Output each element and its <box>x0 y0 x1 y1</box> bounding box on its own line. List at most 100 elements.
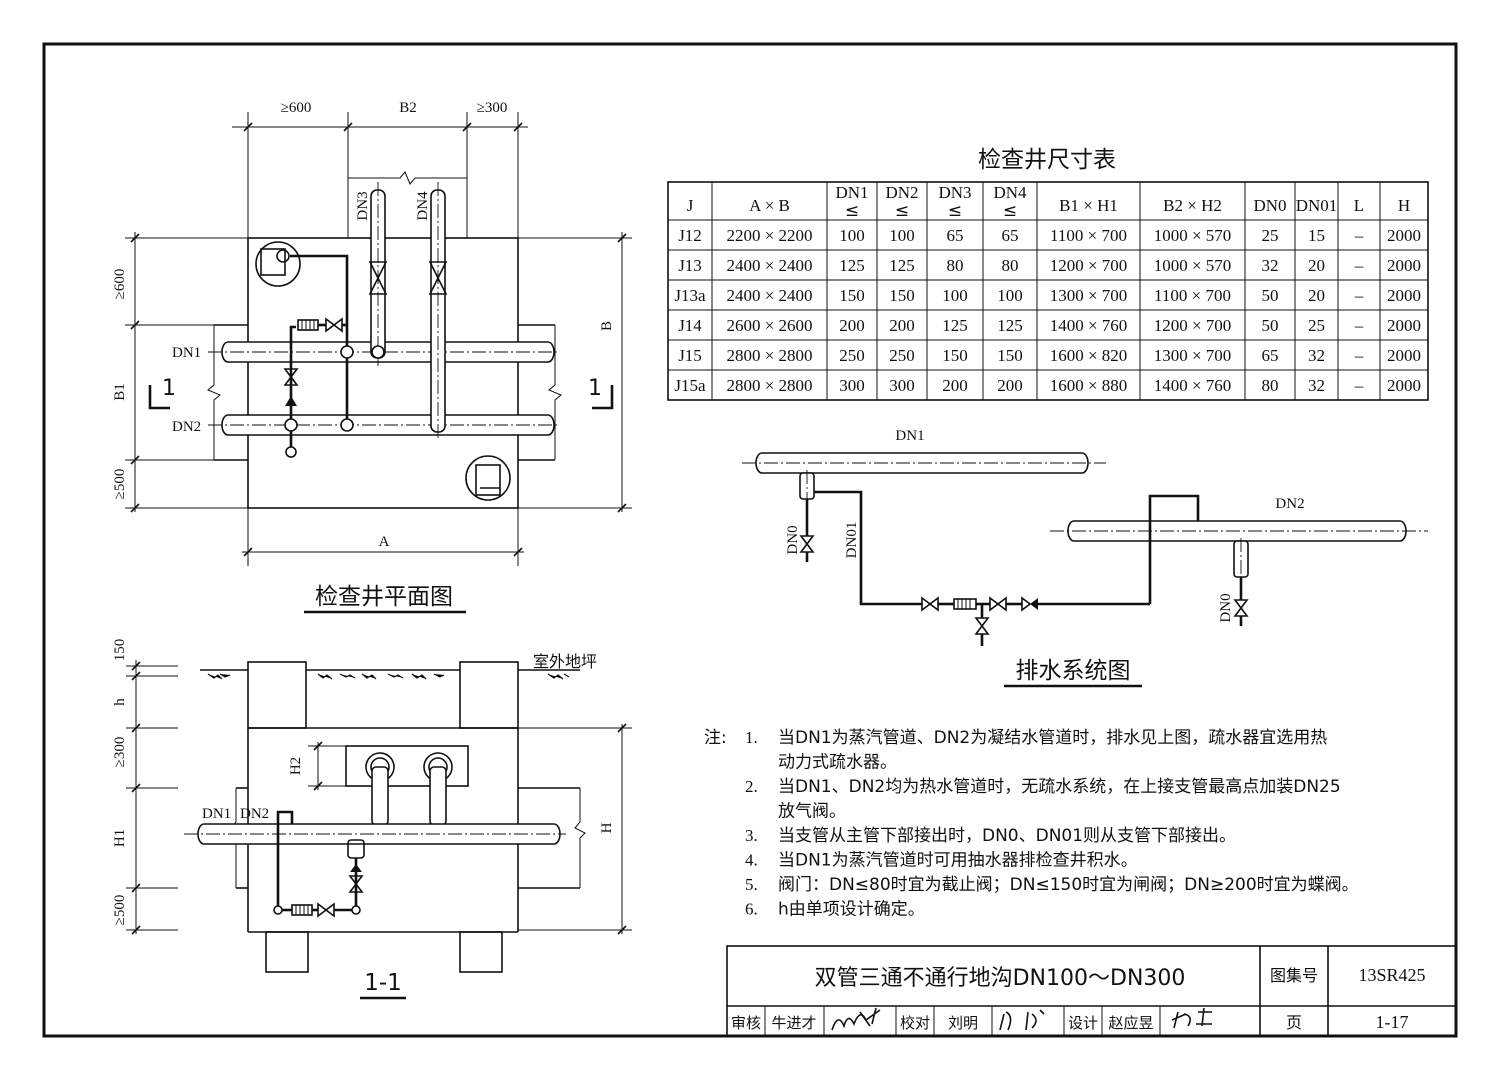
table-cell: 250 <box>889 346 915 365</box>
dim-H: H <box>599 822 615 833</box>
dim-a: A <box>379 534 390 550</box>
section-title: 1-1 <box>364 970 402 996</box>
plan-sump-top <box>255 241 301 287</box>
table-cell: 15 <box>1308 226 1325 245</box>
note-line: 动力式疏水器。 <box>778 753 897 773</box>
dim-b: B <box>599 321 615 331</box>
label-dn0-right: DN0 <box>1218 593 1234 622</box>
table-cell: 150 <box>997 346 1023 365</box>
checker-signature <box>999 1009 1045 1031</box>
table-cell: 1400 × 760 <box>1050 316 1128 335</box>
table-header-symbol: ≤ <box>1003 201 1017 221</box>
table-cell: 200 <box>839 316 865 335</box>
label-dn2-drain: DN2 <box>1275 496 1304 512</box>
table-header-cell: DN3 <box>938 183 971 202</box>
note-line: 当支管从主管下部接出时，DN0、DN01则从支管下部接出。 <box>778 826 1236 846</box>
table-cell: 1000 × 570 <box>1154 226 1232 245</box>
table-cell: – <box>1354 256 1364 275</box>
note-number: 3. <box>745 826 758 845</box>
table-cell: 32 <box>1308 346 1325 365</box>
table-cell: 1000 × 570 <box>1154 256 1232 275</box>
atlas-number: 13SR425 <box>1358 965 1425 985</box>
dim-h1: H1 <box>112 829 128 847</box>
table-header-symbol: ≤ <box>895 201 909 221</box>
table-cell: 1600 × 880 <box>1050 376 1128 395</box>
table-cell: 100 <box>942 286 968 305</box>
table-cell: 2800 × 2800 <box>726 346 812 365</box>
table-cell: 1600 × 820 <box>1050 346 1128 365</box>
table-cell: 2000 <box>1387 316 1421 335</box>
note-line: 放气阀。 <box>778 802 846 822</box>
table-cell: 1300 × 700 <box>1050 286 1128 305</box>
dim-min500-left: ≥500 <box>112 469 128 500</box>
table-cell: 1300 × 700 <box>1154 346 1232 365</box>
table-cell: 2000 <box>1387 226 1421 245</box>
label-dn3: DN3 <box>355 191 371 220</box>
label-dn0-left: DN0 <box>785 525 801 554</box>
note-line: 阀门：DN≤80时宜为截止阀；DN≤150时宜为闸阀；DN≥200时宜为蝶阀。 <box>778 875 1359 895</box>
table-cell: 200 <box>997 376 1023 395</box>
note-line: 当DN1为蒸汽管道时可用抽水器排检查井积水。 <box>778 851 1138 871</box>
table-cell: 150 <box>942 346 968 365</box>
review-label: 审核 <box>731 1014 761 1032</box>
section-mark-left: 1 <box>162 376 176 401</box>
table-cell: 125 <box>839 256 865 275</box>
table-header-cell: DN01 <box>1296 196 1338 215</box>
table-title: 检查井尺寸表 <box>978 147 1116 173</box>
table-cell: 1100 × 700 <box>1050 226 1127 245</box>
note-number: 6. <box>745 900 758 919</box>
table-header-cell: L <box>1354 196 1364 215</box>
title-block: 双管三通不通行地沟DN100～DN300 图集号 13SR425 页 1-17 … <box>726 945 1457 1037</box>
table-cell: – <box>1354 316 1364 335</box>
note-number: 2. <box>745 777 758 796</box>
table-cell: 150 <box>839 286 865 305</box>
table-cell: J13 <box>678 256 702 275</box>
table-header-cell: DN4 <box>993 183 1027 202</box>
check-label: 校对 <box>900 1014 930 1032</box>
plan-view: ≥600 B2 ≥300 ≥600 B1 ≥500 B <box>112 100 632 614</box>
table-header-cell: H <box>1398 196 1410 215</box>
table-cell: 65 <box>1002 226 1019 245</box>
table-cell: 25 <box>1308 316 1325 335</box>
dim-min600: ≥600 <box>281 100 312 116</box>
table-header-cell: B1 × H1 <box>1059 196 1118 215</box>
plan-title: 检查井平面图 <box>315 584 453 610</box>
dim-h-small: h <box>112 698 128 706</box>
page-label: 页 <box>1286 1013 1302 1032</box>
table-cell: 2000 <box>1387 376 1421 395</box>
ground-label: 室外地坪 <box>533 652 597 671</box>
note-number: 4. <box>745 851 758 870</box>
table-cell: – <box>1354 376 1364 395</box>
table-cell: 250 <box>839 346 865 365</box>
table-cell: – <box>1354 346 1364 365</box>
designer-signature <box>1171 1007 1212 1029</box>
table-cell: 25 <box>1262 226 1279 245</box>
table-cell: 150 <box>889 286 915 305</box>
notes-prefix: 注: <box>704 728 727 748</box>
label-dn2-section: DN2 <box>240 806 269 822</box>
table-cell: 100 <box>839 226 865 245</box>
table-cell: 65 <box>947 226 964 245</box>
label-dn1-section: DN1 <box>202 806 231 822</box>
table-cell: 20 <box>1308 286 1325 305</box>
table-cell: 200 <box>942 376 968 395</box>
note-number: 5. <box>745 875 758 894</box>
dim-min600-left: ≥600 <box>112 269 128 300</box>
table-cell: – <box>1354 226 1364 245</box>
dim-min500-section: ≥500 <box>112 895 128 926</box>
dim-b1: B1 <box>112 383 128 401</box>
table-cell: 2600 × 2600 <box>726 316 812 335</box>
table-header-cell: A × B <box>749 196 790 215</box>
table-cell: 2400 × 2400 <box>726 286 812 305</box>
table-cell: 50 <box>1262 316 1279 335</box>
table-cell: 65 <box>1262 346 1279 365</box>
table-cell: 32 <box>1262 256 1279 275</box>
dim-min300: ≥300 <box>477 100 508 116</box>
table-cell: 2000 <box>1387 346 1421 365</box>
table-cell: J14 <box>678 316 702 335</box>
page-number: 1-17 <box>1376 1012 1409 1032</box>
table-cell: 125 <box>942 316 968 335</box>
drainage-title: 排水系统图 <box>1016 658 1131 684</box>
